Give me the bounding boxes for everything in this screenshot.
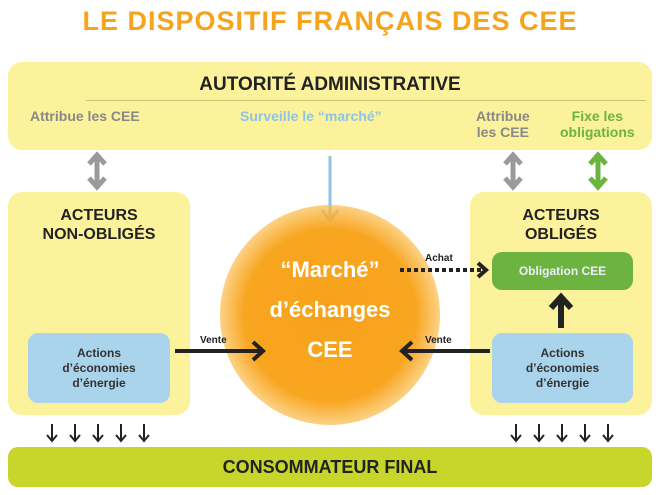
text-line: Actions bbox=[540, 345, 585, 360]
label-line: les CEE bbox=[476, 124, 529, 140]
title-line: OBLIGÉS bbox=[524, 226, 597, 243]
vente-label-right: Vente bbox=[425, 335, 452, 346]
obliges-title: ACTEURS OBLIGÉS bbox=[470, 206, 652, 244]
label-line: Attribue bbox=[476, 108, 530, 124]
vente-label-left: Vente bbox=[200, 335, 227, 346]
market-line: CEE bbox=[307, 337, 353, 362]
market-line: “Marché” bbox=[280, 257, 380, 282]
autorite-title: AUTORITÉ ADMINISTRATIVE bbox=[199, 74, 461, 95]
achat-label: Achat bbox=[425, 253, 453, 264]
label-line: obligations bbox=[560, 124, 635, 140]
marche-echanges-cee: “Marché” d’échanges CEE bbox=[220, 205, 440, 425]
gray-double-arrow-left bbox=[87, 151, 107, 191]
gray-double-arrow-right bbox=[503, 151, 523, 191]
title-line: NON-OBLIGÉS bbox=[42, 226, 156, 243]
divider bbox=[86, 100, 646, 101]
obligation-cee-box: Obligation CEE bbox=[492, 252, 633, 290]
attribue-cee-left: Attribue les CEE bbox=[30, 108, 140, 124]
label-line: Fixe les bbox=[571, 108, 624, 124]
market-line: d’échanges bbox=[269, 297, 391, 322]
autorite-administrative-panel: AUTORITÉ ADMINISTRATIVE Attribue les CEE… bbox=[8, 62, 652, 150]
surveille-marche: Surveille le “marché” bbox=[240, 108, 382, 124]
text-line: d’économies bbox=[62, 360, 136, 375]
text-line: d’économies bbox=[525, 360, 600, 375]
consommateur-final-bar: CONSOMMATEUR FINAL bbox=[8, 447, 652, 487]
non-obliges-title: ACTEURS NON-OBLIGÉS bbox=[8, 206, 190, 244]
text-line: d’énergie bbox=[535, 375, 590, 390]
green-double-arrow bbox=[588, 151, 608, 191]
page-title: LE DISPOSITIF FRANÇAIS DES CEE bbox=[82, 6, 578, 36]
title-line: ACTEURS bbox=[60, 207, 138, 224]
text-line: d’énergie bbox=[72, 375, 126, 390]
text-line: Actions bbox=[76, 345, 121, 360]
title-line: ACTEURS bbox=[522, 207, 600, 224]
